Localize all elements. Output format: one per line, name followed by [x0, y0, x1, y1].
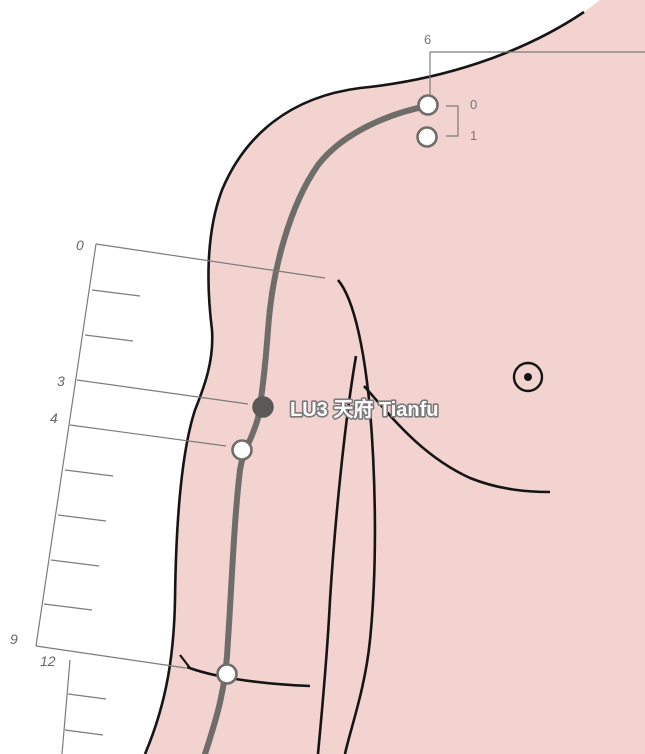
open-point-icon [418, 128, 437, 147]
acupoint-dot-icon [253, 397, 273, 417]
arm-scale-spine [36, 244, 96, 646]
arm-scale-label-0: 0 [76, 237, 84, 253]
arm-scale-label-4: 4 [50, 410, 58, 426]
arm-scale-tick [58, 515, 106, 521]
forearm-scale-tick [65, 730, 103, 735]
arm-scale-tick [51, 560, 99, 566]
arm-scale-tick [44, 604, 92, 610]
acupoint-label-lu3: LU3 天府 Tianfu [290, 397, 439, 421]
open-point-icon [419, 96, 438, 115]
open-point-icon [233, 441, 252, 460]
arm-scale-label-9: 9 [10, 631, 18, 647]
nipple-marker-dot [524, 373, 532, 381]
arm-scale-label-3: 3 [57, 373, 65, 389]
arm-scale-tick [65, 470, 113, 476]
arm-scale-line-9 [36, 646, 186, 668]
arm-scale-tick [85, 335, 133, 341]
shoulder-scale-top-label: 6 [424, 32, 431, 47]
shoulder-bracket-label-1: 1 [470, 128, 477, 143]
open-point-icon [218, 665, 237, 684]
shoulder-bracket-label-0: 0 [470, 97, 477, 112]
forearm-scale-tick [68, 694, 106, 699]
arm-scale-tick [92, 290, 140, 296]
arm-scale-label-12: 12 [40, 653, 56, 669]
forearm-scale-spine [62, 660, 70, 754]
